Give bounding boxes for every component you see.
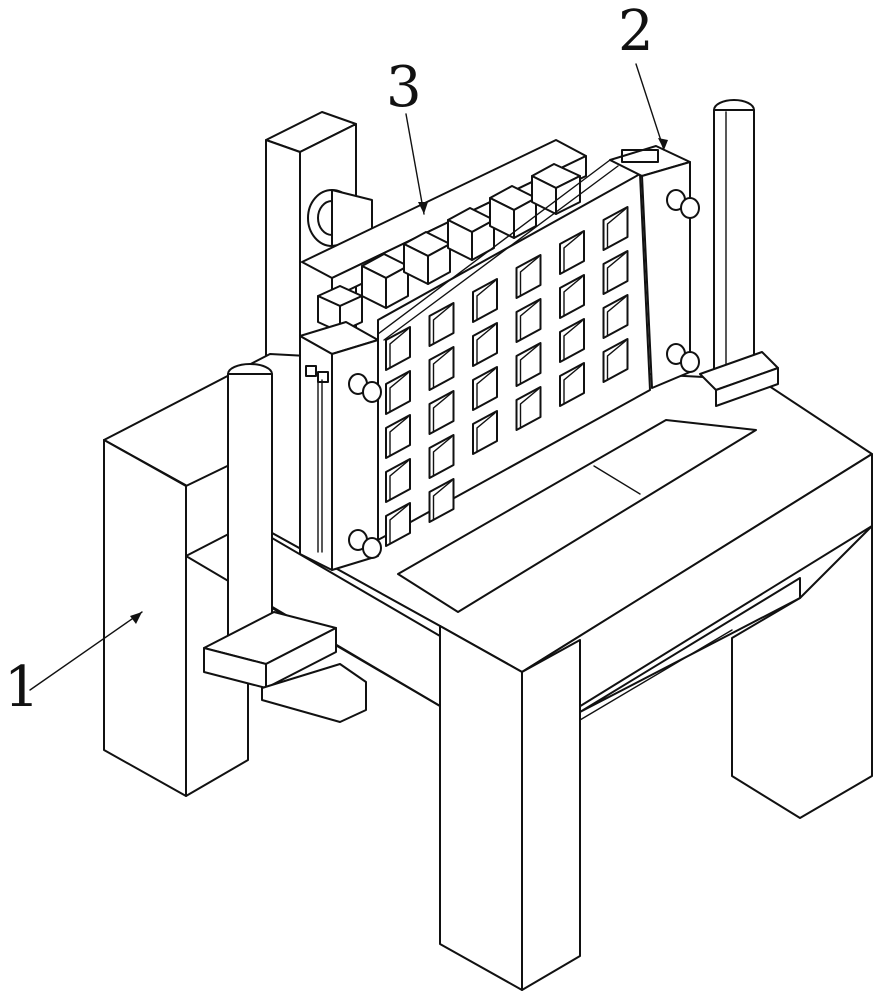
grid-cell (602, 250, 629, 295)
motor-cylinder (307, 189, 373, 247)
grid-panel (377, 173, 651, 547)
grid-cell-inner-edge (389, 372, 409, 413)
right-side-plate (377, 145, 691, 389)
grid-cell-inner-edge (519, 344, 540, 385)
grid-cell-inner-edge (389, 460, 409, 501)
grid-cell-inner-edge (432, 304, 453, 345)
grid-cell-inner-edge (563, 232, 583, 273)
grid-cell (602, 294, 629, 339)
cube-row (317, 163, 581, 333)
grid-cell-inner-edge (606, 340, 627, 381)
bolt (348, 373, 382, 403)
grid-cell (472, 410, 498, 455)
grid-cell (559, 362, 585, 407)
grid-cell-inner-edge (519, 300, 540, 341)
bolt (348, 529, 382, 559)
grid-cell (472, 366, 498, 411)
grid-cell-inner-edge (389, 328, 409, 369)
grid-cell (559, 274, 585, 319)
grid-cell (559, 230, 585, 275)
grid-cell-inner-edge (432, 436, 453, 477)
grid-cell-inner-edge (476, 368, 496, 409)
grid-cell-inner-edge (606, 208, 627, 249)
cube (489, 185, 537, 239)
grid-cell-inner-edge (476, 324, 496, 365)
leader-lines (29, 63, 668, 691)
grid-cell (428, 478, 455, 523)
grid-cell-inner-edge (519, 388, 540, 429)
callout-label-3: 3 (386, 55, 422, 120)
cube (447, 207, 495, 261)
grid-cell-inner-edge (432, 392, 453, 433)
leader-1-arrow (130, 612, 142, 624)
bolt-set (348, 189, 700, 559)
cube (403, 231, 451, 285)
grid-cell (602, 338, 629, 383)
grid-cell-inner-edge (432, 480, 453, 521)
grid-cell (428, 346, 455, 391)
left-side-plate (299, 321, 379, 571)
grid-cell (559, 318, 585, 363)
grid-cell-inner-edge (563, 364, 583, 405)
work-surface (397, 419, 757, 613)
grid-cell (428, 390, 455, 435)
cube (361, 253, 409, 309)
grid-cell-inner-edge (476, 412, 496, 453)
leader-2 (635, 63, 665, 151)
grid-cell (385, 458, 411, 503)
grid-cell-inner-edge (519, 256, 540, 297)
grid-cell (385, 370, 411, 415)
grid-cell (472, 322, 498, 367)
grid-cells (385, 206, 629, 547)
grid-cell-inner-edge (563, 320, 583, 361)
grid-cell-inner-edge (389, 416, 409, 457)
right-post (699, 99, 779, 407)
grid-cell-inner-edge (432, 348, 453, 389)
grid-cell (385, 502, 411, 547)
grid-cell (428, 302, 455, 347)
grid-cell (515, 254, 542, 299)
grid-cell (472, 278, 498, 323)
grid-cell (602, 206, 629, 251)
leader-3-arrow (418, 202, 428, 214)
leader-2-arrow (658, 138, 668, 150)
callout-label-2: 2 (618, 0, 654, 64)
grid-cell (515, 298, 542, 343)
grid-cell (515, 386, 542, 431)
bolt (666, 343, 700, 373)
grid-cell (385, 326, 411, 371)
callout-label-1: 1 (4, 655, 40, 720)
leader-3 (405, 113, 425, 215)
leader-1 (29, 611, 143, 691)
grid-cell-inner-edge (606, 252, 627, 293)
grid-cell (515, 342, 542, 387)
grid-cell-inner-edge (606, 296, 627, 337)
grid-cell (385, 414, 411, 459)
bolt (666, 189, 700, 219)
grid-cell (428, 434, 455, 479)
left-post (203, 363, 367, 723)
grid-cell-inner-edge (563, 276, 583, 317)
grid-cell-inner-edge (476, 280, 496, 321)
grid-cell-inner-edge (389, 504, 409, 545)
